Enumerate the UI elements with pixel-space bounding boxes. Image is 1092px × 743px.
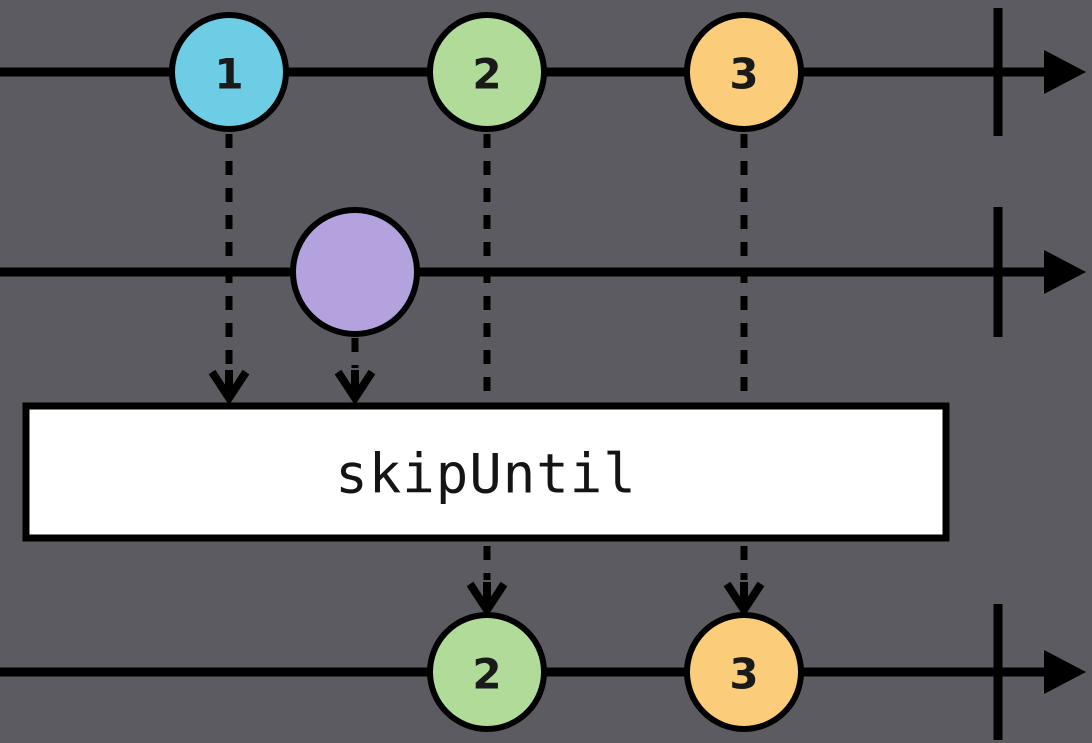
connectors-layer [208, 134, 765, 618]
source-marble-1[interactable]: 1 [169, 12, 289, 132]
source-timeline-arrowhead-icon [1044, 50, 1086, 94]
notifier-timeline-arrowhead-icon [1044, 250, 1086, 294]
connector-output-3-arrowhead-icon [723, 581, 765, 618]
connector-source-1-arrowhead-icon [208, 369, 250, 406]
connector-output-2-arrowhead-icon [466, 581, 508, 618]
connector-notifier-1 [334, 338, 376, 406]
operator-box[interactable]: skipUntil [22, 402, 950, 542]
notifier-timeline [0, 207, 1086, 337]
notifier-marble-1[interactable] [290, 207, 420, 337]
output-marble-3[interactable]: 3 [684, 612, 804, 732]
notifier-marble-1-circle [290, 207, 420, 337]
source-marble-3[interactable]: 3 [684, 12, 804, 132]
output-timeline-arrowhead-icon [1044, 650, 1086, 694]
connector-output-3 [723, 546, 765, 618]
marbles-layer: 1 2 3 2 3 [169, 12, 804, 732]
output-marble-2-circle [427, 612, 547, 732]
output-marble-3-circle [684, 612, 804, 732]
operator-box-rect [22, 402, 950, 542]
timelines-layer [0, 8, 1086, 740]
connector-output-2 [466, 546, 508, 618]
connector-notifier-1-arrowhead-icon [334, 369, 376, 406]
source-marble-2-circle [427, 12, 547, 132]
connector-source-1 [208, 134, 250, 406]
source-marble-3-circle [684, 12, 804, 132]
source-marble-2[interactable]: 2 [427, 12, 547, 132]
source-marble-1-circle [169, 12, 289, 132]
output-marble-2[interactable]: 2 [427, 612, 547, 732]
